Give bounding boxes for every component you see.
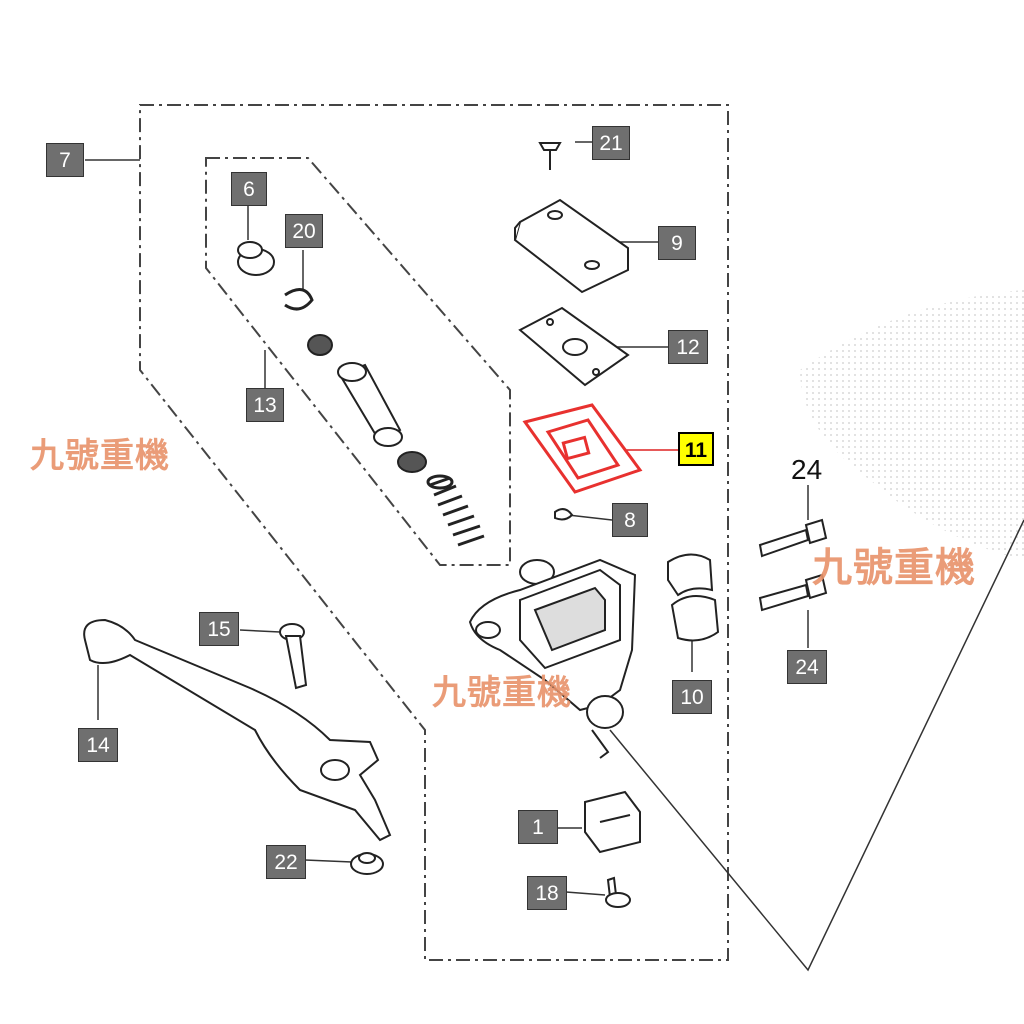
piston-icon xyxy=(307,334,427,473)
callout-15[interactable]: 15 xyxy=(199,612,239,646)
reservoir-cap-icon xyxy=(513,198,629,294)
watermark-right: 九號重機 xyxy=(812,545,976,591)
callout-1[interactable]: 1 xyxy=(518,810,558,844)
pivot-bolt-icon xyxy=(279,623,308,690)
lever-pivot-hole-icon xyxy=(320,759,350,781)
nut-icon xyxy=(350,852,384,875)
assembly-boundary xyxy=(139,104,729,961)
bolt-icon xyxy=(758,518,828,612)
screw-icon xyxy=(538,142,562,170)
callout-8[interactable]: 8 xyxy=(612,503,648,537)
callout-21[interactable]: 21 xyxy=(592,126,630,160)
diaphragm-plate-icon xyxy=(518,306,630,387)
small-screw-icon xyxy=(605,876,631,908)
clip-icon xyxy=(554,508,574,521)
spring-icon xyxy=(426,474,485,547)
circlip-icon xyxy=(284,288,314,311)
callout-11[interactable]: 11 xyxy=(678,432,714,466)
callout-7[interactable]: 7 xyxy=(46,143,84,177)
brake-lever-icon xyxy=(83,618,392,842)
clamp-icon xyxy=(667,553,720,642)
callout-22[interactable]: 22 xyxy=(266,845,306,879)
brake-switch-icon xyxy=(584,790,641,854)
callout-6[interactable]: 6 xyxy=(231,172,267,206)
watermark-left: 九號重機 xyxy=(30,436,170,476)
callout-24-bottom[interactable]: 24 xyxy=(787,650,827,684)
callout-14[interactable]: 14 xyxy=(78,728,118,762)
callout-10[interactable]: 10 xyxy=(672,680,712,714)
callout-20[interactable]: 20 xyxy=(285,214,323,248)
reference-lines xyxy=(609,519,1024,972)
callout-12[interactable]: 12 xyxy=(668,330,708,364)
master-cylinder-body-icon xyxy=(468,558,637,759)
piston-kit-boundary xyxy=(205,157,511,566)
background-dotted-area xyxy=(800,290,1024,560)
callout-24-top[interactable]: 24 xyxy=(791,454,823,485)
watermark-center: 九號重機 xyxy=(432,673,572,713)
dust-boot-icon xyxy=(237,241,275,276)
diaphragm-icon xyxy=(522,403,643,494)
callout-13[interactable]: 13 xyxy=(246,388,284,422)
callout-9[interactable]: 9 xyxy=(658,226,696,260)
callout-18[interactable]: 18 xyxy=(527,876,567,910)
